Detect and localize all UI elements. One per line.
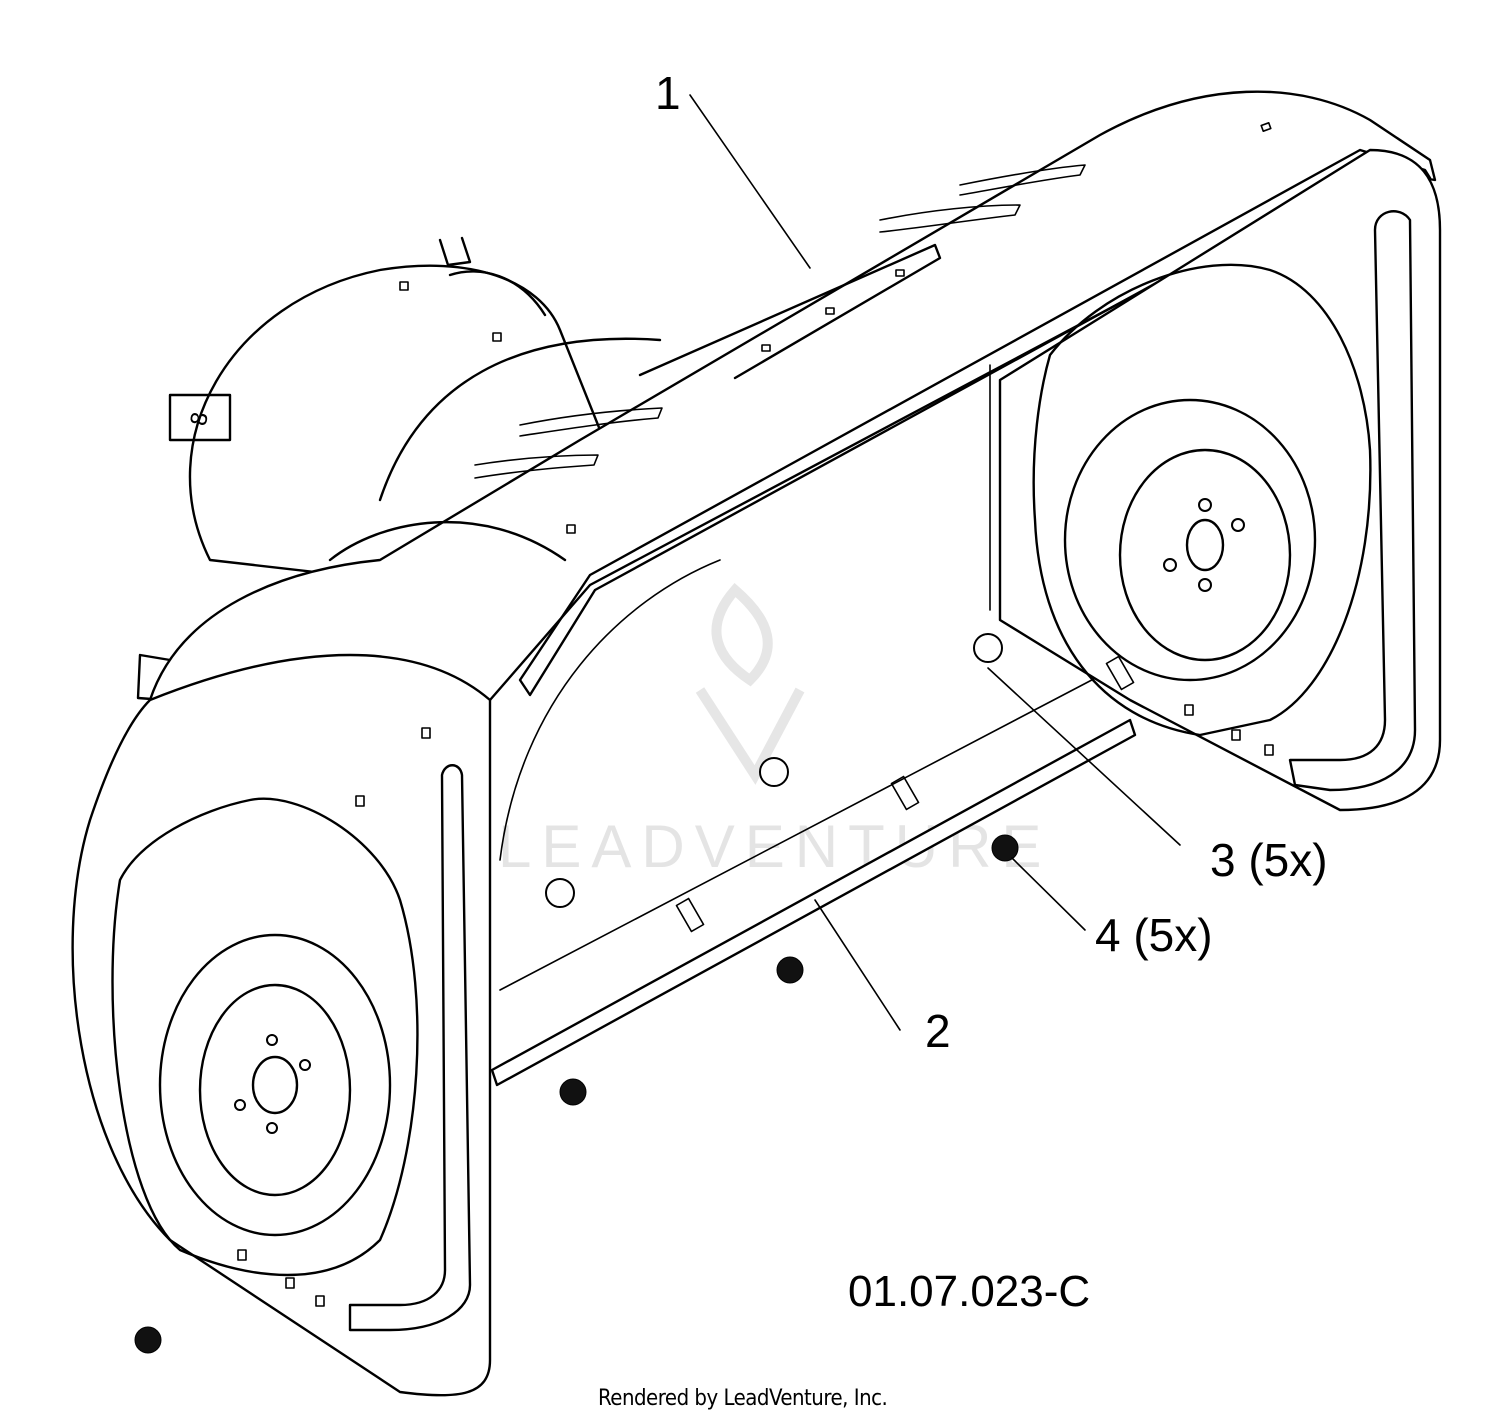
svg-text:8: 8 — [187, 410, 214, 428]
hex-nuts — [134, 834, 1086, 1354]
carriage-bolts — [545, 633, 1181, 908]
watermark-logo — [695, 582, 805, 785]
scraper-bar — [490, 655, 1137, 1087]
callout-2: 2 — [925, 1005, 951, 1057]
drawing-number: 01.07.023-C — [848, 1267, 1091, 1316]
callout-3: 3 (5x) — [1210, 834, 1328, 886]
callout-4: 4 (5x) — [1095, 909, 1213, 961]
right-side-plate — [998, 148, 1442, 812]
footer-credit: Rendered by LeadVenture, Inc. — [598, 1386, 888, 1411]
left-side-plate — [71, 653, 492, 1397]
callout-1: 1 — [655, 67, 681, 119]
auger-housing — [148, 90, 1437, 702]
